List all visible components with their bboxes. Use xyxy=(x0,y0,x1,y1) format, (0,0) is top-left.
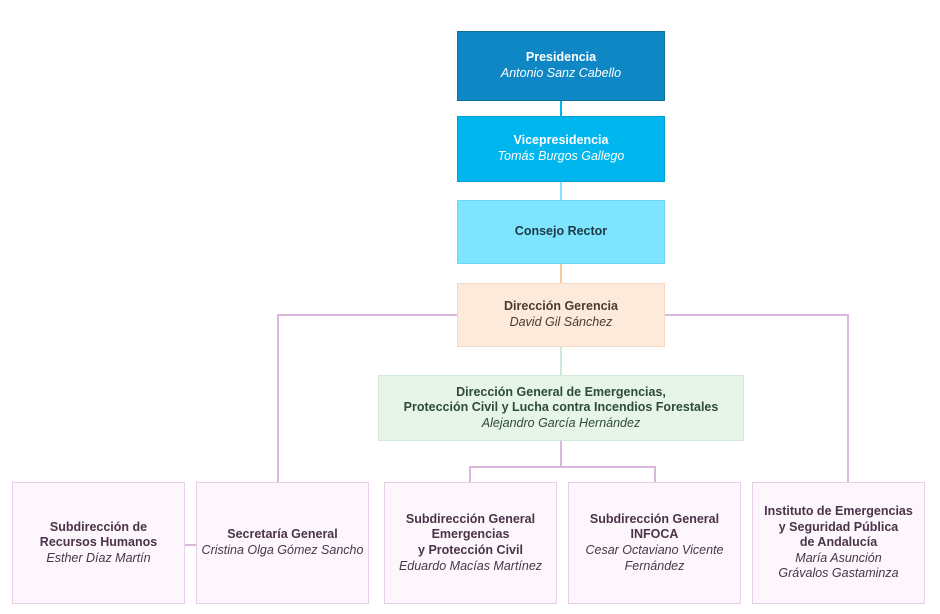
node-subdireccion-general-emergencias-proteccion-civil-person: Eduardo Macías Martínez xyxy=(398,558,543,573)
node-consejo-rector[interactable]: Consejo Rector xyxy=(457,200,665,264)
node-instituto-emergencias-seguridad-publica[interactable]: Instituto de Emergencias y Seguridad Púb… xyxy=(752,482,925,604)
node-direccion-general-emergencias-title: Dirección General de Emergencias, Protec… xyxy=(403,384,719,415)
node-subdireccion-recursos-humanos[interactable]: Subdirección de Recursos Humanos Esther … xyxy=(12,482,185,604)
node-consejo-rector-title: Consejo Rector xyxy=(514,224,608,239)
node-direccion-general-emergencias[interactable]: Dirección General de Emergencias, Protec… xyxy=(378,375,744,441)
node-subdireccion-recursos-humanos-person: Esther Díaz Martín xyxy=(46,550,151,565)
node-instituto-emergencias-seguridad-publica-title: Instituto de Emergencias y Seguridad Púb… xyxy=(764,503,913,550)
node-subdireccion-general-infoca-title: Subdirección General INFOCA xyxy=(589,511,720,542)
node-subdireccion-recursos-humanos-title: Subdirección de Recursos Humanos xyxy=(39,519,158,550)
node-presidencia[interactable]: Presidencia Antonio Sanz Cabello xyxy=(457,31,665,101)
node-instituto-emergencias-seguridad-publica-person: María Asunción Grávalos Gastaminza xyxy=(778,550,899,581)
node-presidencia-title: Presidencia xyxy=(525,50,597,65)
node-presidencia-person: Antonio Sanz Cabello xyxy=(500,66,622,80)
node-vicepresidencia[interactable]: Vicepresidencia Tomás Burgos Gallego xyxy=(457,116,665,182)
node-subdireccion-general-emergencias-proteccion-civil-title: Subdirección General Emergencias y Prote… xyxy=(405,511,536,557)
edge-dge-sgepc xyxy=(469,441,562,482)
node-secretaria-general-person: Cristina Olga Gómez Sancho xyxy=(201,543,364,557)
node-direccion-general-emergencias-person: Alejandro García Hernández xyxy=(481,415,641,430)
node-subdireccion-general-emergencias-proteccion-civil[interactable]: Subdirección General Emergencias y Prote… xyxy=(384,482,557,604)
node-secretaria-general-title: Secretaría General xyxy=(227,527,338,542)
node-subdireccion-general-infoca[interactable]: Subdirección General INFOCA Cesar Octavi… xyxy=(568,482,741,604)
node-direccion-gerencia-person: David Gil Sánchez xyxy=(509,315,613,329)
node-direccion-gerencia-title: Dirección Gerencia xyxy=(504,299,618,314)
node-subdireccion-general-infoca-person: Cesar Octaviano Vicente Fernández xyxy=(585,543,724,573)
node-vicepresidencia-title: Vicepresidencia xyxy=(513,133,609,148)
node-secretaria-general[interactable]: Secretaría General Cristina Olga Gómez S… xyxy=(196,482,369,604)
node-direccion-gerencia[interactable]: Dirección Gerencia David Gil Sánchez xyxy=(457,283,665,347)
edge-dge-infoca xyxy=(561,466,656,482)
node-vicepresidencia-person: Tomás Burgos Gallego xyxy=(497,149,625,163)
